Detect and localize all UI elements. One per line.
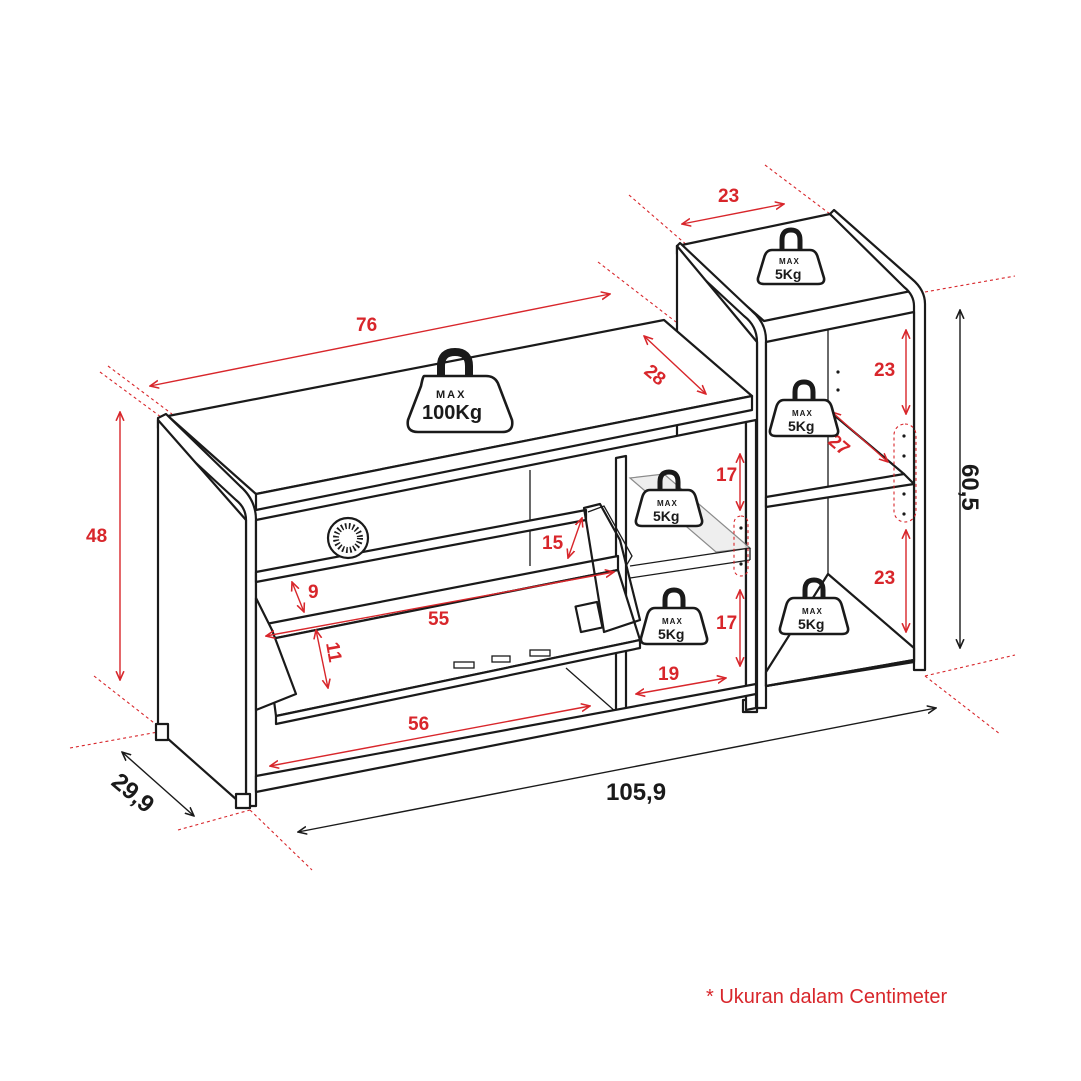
dim-shelf-lower-gap: 23	[874, 568, 895, 589]
svg-text:5Kg: 5Kg	[653, 508, 679, 524]
weight-icon-bench-top: MAX 100Kg	[406, 347, 514, 434]
svg-text:5Kg: 5Kg	[658, 626, 684, 642]
dimension-labels: 76 48 28 23 23 23 27 17 17 19 15 9 55 11…	[86, 186, 983, 819]
weight-icon-bench-inner-upper: MAX 5Kg	[634, 469, 704, 528]
dim-flap-depth-top: 15	[542, 533, 564, 554]
dim-total-depth: 29,9	[106, 768, 159, 819]
weight-icon-shelf-bottom: MAX 5Kg	[778, 577, 850, 636]
dim-bench-length: 76	[356, 315, 377, 336]
svg-text:MAX: MAX	[802, 607, 823, 616]
dim-bench-lower-gap: 17	[716, 613, 737, 634]
dim-total-length: 105,9	[606, 779, 666, 806]
svg-text:MAX: MAX	[792, 409, 813, 418]
svg-text:5Kg: 5Kg	[788, 418, 814, 434]
svg-text:5Kg: 5Kg	[798, 616, 824, 632]
dim-flap-gap-lower: 11	[321, 640, 345, 664]
dim-flap-inner-width: 55	[428, 609, 450, 630]
dim-bench-height: 48	[86, 526, 107, 547]
dim-flap-gap-upper: 9	[308, 582, 319, 603]
weight-icons: MAX 100Kg MAX 5Kg MAX 5Kg MAX 5Kg MA	[406, 227, 850, 646]
dim-shelf-width: 23	[718, 186, 739, 207]
dim-shelf-upper-gap: 23	[874, 360, 895, 381]
dimension-arrows	[120, 204, 960, 832]
weight-max-label: MAX	[436, 389, 466, 401]
dim-bench-inner-width: 19	[658, 664, 679, 685]
dim-shelf-height: 60,5	[956, 464, 983, 511]
svg-text:MAX: MAX	[779, 257, 800, 266]
svg-text:MAX: MAX	[657, 499, 678, 508]
weight-bench-top-value: 100Kg	[422, 402, 482, 424]
weight-icon-shelf-middle: MAX 5Kg	[768, 379, 840, 438]
weight-icon-bench-inner-lower: MAX 5Kg	[639, 587, 709, 646]
units-footnote: * Ukuran dalam Centimeter	[706, 986, 948, 1008]
svg-text:5Kg: 5Kg	[775, 266, 801, 282]
weight-icon-shelf-top: MAX 5Kg	[756, 227, 826, 286]
dim-bottom-inner-width: 56	[408, 714, 429, 735]
dim-bench-upper-gap: 17	[716, 465, 737, 486]
svg-text:MAX: MAX	[662, 617, 683, 626]
extension-guides	[69, 164, 1016, 871]
